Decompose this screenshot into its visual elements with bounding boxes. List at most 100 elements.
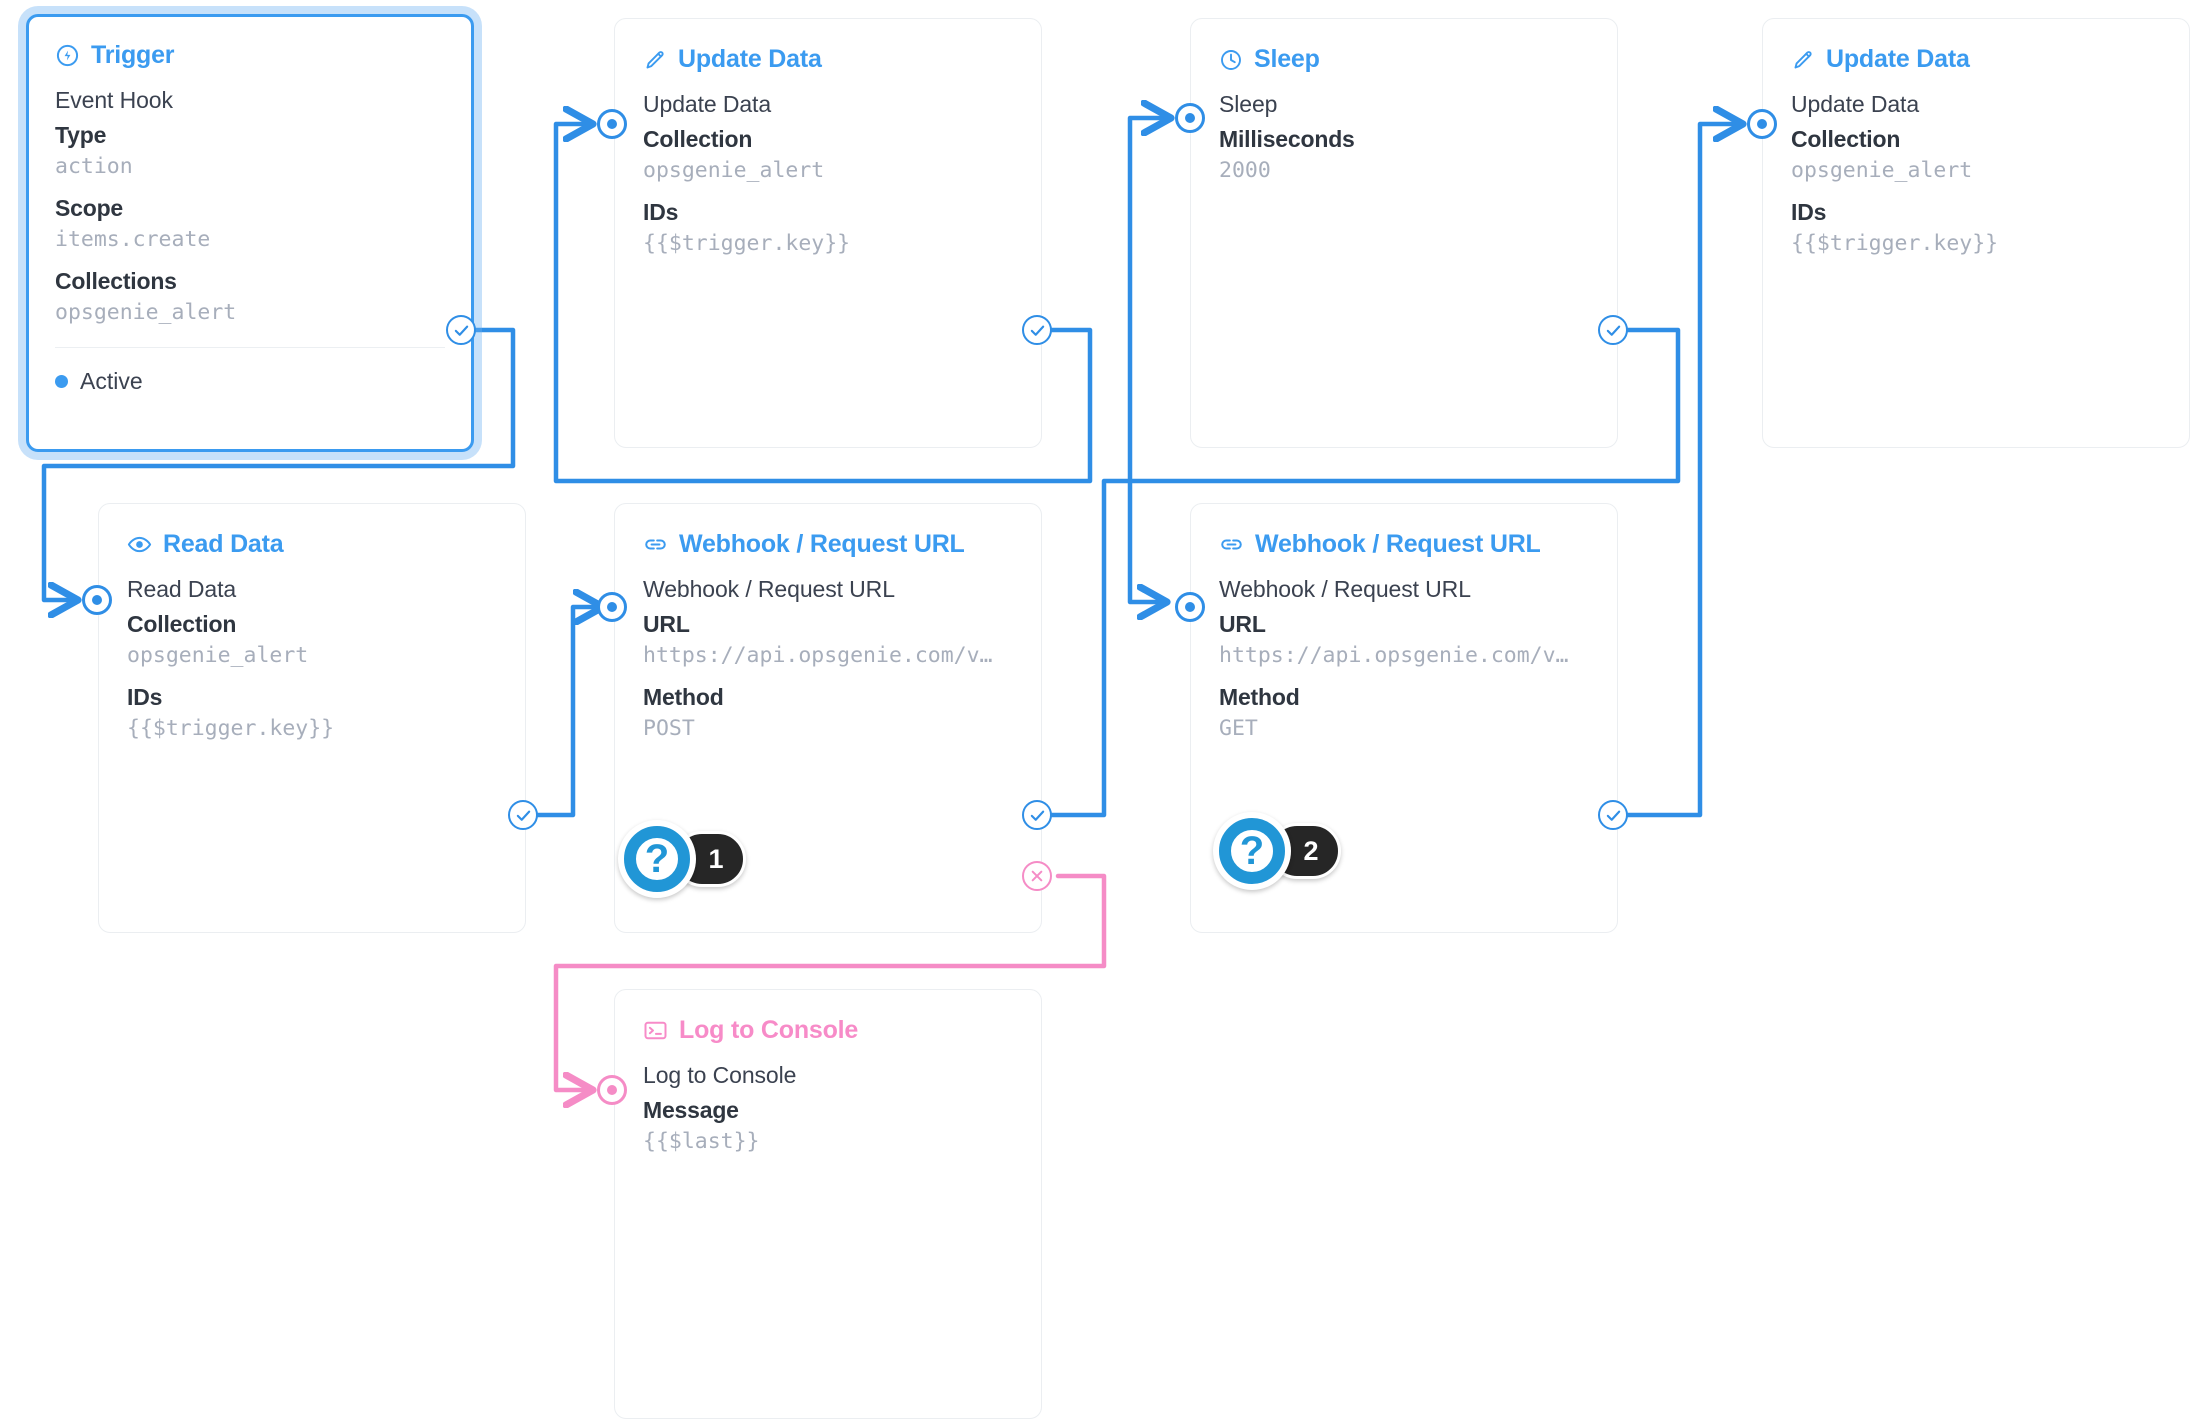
node-webhook-get-row-title: Webhook / Request URL: [1219, 576, 1471, 602]
check-circle-icon: [1022, 800, 1052, 830]
node-read-data-header: Read Data: [99, 504, 525, 559]
node-trigger-title: Trigger: [91, 41, 175, 69]
node-update-data-1-row-title: Update Data: [643, 91, 772, 117]
question-mark-icon: ?: [618, 820, 696, 898]
field-label-ids: IDs: [127, 683, 163, 710]
pencil-icon: [1791, 48, 1815, 72]
port-in-update-data-1[interactable]: [597, 109, 627, 139]
field-value-url: https://api.opsgenie.com/v…: [1219, 642, 1569, 668]
port-in-update-data-2[interactable]: [1747, 109, 1777, 139]
port-out-read-data-resolve[interactable]: [508, 800, 538, 830]
node-log-to-console-header: Log to Console: [615, 990, 1041, 1045]
node-sleep-header: Sleep: [1191, 19, 1617, 74]
port-out-trigger-resolve[interactable]: [446, 315, 476, 345]
pencil-icon: [643, 48, 667, 72]
x-circle-icon: [1022, 861, 1052, 891]
field-label-scope: Scope: [55, 194, 124, 221]
node-update-data-2[interactable]: Update Data Update Data Collection opsge…: [1762, 18, 2190, 448]
status-badge: Active: [55, 348, 445, 395]
status-dot-icon: [55, 375, 68, 389]
field-label-message: Message: [643, 1096, 739, 1123]
node-trigger-header: Trigger: [29, 17, 471, 70]
node-update-data-1-title: Update Data: [678, 45, 822, 73]
hint-badge-2[interactable]: ? 2: [1213, 812, 1341, 890]
port-in-sleep[interactable]: [1175, 103, 1205, 133]
field-value-milliseconds: 2000: [1219, 157, 1271, 183]
node-trigger[interactable]: Trigger Event Hook Type action Scope ite…: [26, 14, 474, 452]
node-update-data-2-title: Update Data: [1826, 45, 1970, 73]
terminal-icon: [643, 1018, 668, 1043]
eye-icon: [127, 532, 152, 557]
field-label-ids: IDs: [643, 198, 679, 225]
node-webhook-get-header: Webhook / Request URL: [1191, 504, 1617, 559]
lightning-circle-icon: [55, 43, 80, 68]
hint-badge-1[interactable]: ? 1: [618, 820, 746, 898]
field-label-type: Type: [55, 121, 107, 148]
field-value-ids: {{$trigger.key}}: [1791, 230, 1999, 256]
field-value-method: GET: [1219, 715, 1258, 741]
node-log-to-console[interactable]: Log to Console Log to Console Message {{…: [614, 989, 1042, 1419]
node-webhook-get[interactable]: Webhook / Request URL Webhook / Request …: [1190, 503, 1618, 933]
node-webhook-get-title: Webhook / Request URL: [1255, 530, 1541, 558]
node-log-to-console-title: Log to Console: [679, 1016, 859, 1044]
status-label: Active: [80, 368, 143, 395]
hint-glyph: ?: [1239, 829, 1265, 873]
field-label-ids: IDs: [1791, 198, 1827, 225]
clock-icon: [1219, 48, 1243, 72]
node-read-data-row-title: Read Data: [127, 576, 237, 602]
node-sleep-row-title: Sleep: [1219, 91, 1278, 117]
port-in-read-data[interactable]: [82, 585, 112, 615]
node-read-data[interactable]: Read Data Read Data Collection opsgenie_…: [98, 503, 526, 933]
node-update-data-2-header: Update Data: [1763, 19, 2189, 74]
port-out-webhook-post-resolve[interactable]: [1022, 800, 1052, 830]
node-sleep-title: Sleep: [1254, 45, 1320, 73]
field-label-url: URL: [1219, 610, 1266, 637]
node-update-data-2-row-title: Update Data: [1791, 91, 1920, 117]
field-label-collection: Collection: [1791, 125, 1901, 152]
field-value-collections: opsgenie_alert: [55, 300, 237, 326]
divider: [55, 347, 445, 349]
field-value-ids: {{$trigger.key}}: [643, 230, 851, 256]
field-label-url: URL: [643, 610, 690, 637]
field-label-method: Method: [643, 683, 724, 710]
node-update-data-1[interactable]: Update Data Update Data Collection opsge…: [614, 18, 1042, 448]
field-value-scope: items.create: [55, 226, 211, 252]
port-out-sleep-resolve[interactable]: [1598, 315, 1628, 345]
check-circle-icon: [1598, 800, 1628, 830]
field-value-ids: {{$trigger.key}}: [127, 715, 335, 741]
node-read-data-title: Read Data: [163, 530, 284, 558]
check-circle-icon: [1598, 315, 1628, 345]
port-in-webhook-post[interactable]: [597, 592, 627, 622]
field-label-collection: Collection: [127, 610, 237, 637]
field-value-method: POST: [643, 715, 695, 741]
check-circle-icon: [446, 315, 476, 345]
field-value-url: https://api.opsgenie.com/v…: [643, 642, 993, 668]
field-label-method: Method: [1219, 683, 1300, 710]
field-value-collection: opsgenie_alert: [127, 642, 309, 668]
port-out-webhook-post-reject[interactable]: [1022, 861, 1052, 891]
port-out-update-data-1-resolve[interactable]: [1022, 315, 1052, 345]
field-value-collection: opsgenie_alert: [643, 157, 825, 183]
field-value-collection: opsgenie_alert: [1791, 157, 1973, 183]
port-out-webhook-get-resolve[interactable]: [1598, 800, 1628, 830]
hint-glyph: ?: [644, 837, 670, 881]
node-update-data-1-header: Update Data: [615, 19, 1041, 74]
node-sleep[interactable]: Sleep Sleep Milliseconds 2000: [1190, 18, 1618, 448]
question-mark-icon: ?: [1213, 812, 1291, 890]
node-webhook-post-header: Webhook / Request URL: [615, 504, 1041, 559]
check-circle-icon: [1022, 315, 1052, 345]
field-value-type: action: [55, 153, 133, 179]
field-label-collections: Collections: [55, 268, 177, 295]
field-value-message: {{$last}}: [643, 1128, 760, 1154]
port-in-webhook-get[interactable]: [1175, 592, 1205, 622]
link-icon: [1219, 532, 1244, 557]
port-in-log-to-console[interactable]: [597, 1075, 627, 1105]
field-label-collection: Collection: [643, 125, 753, 152]
field-label-milliseconds: Milliseconds: [1219, 125, 1355, 152]
node-log-to-console-row-title: Log to Console: [643, 1062, 797, 1088]
link-icon: [643, 532, 668, 557]
check-circle-icon: [508, 800, 538, 830]
node-trigger-row-title: Event Hook: [55, 87, 173, 113]
